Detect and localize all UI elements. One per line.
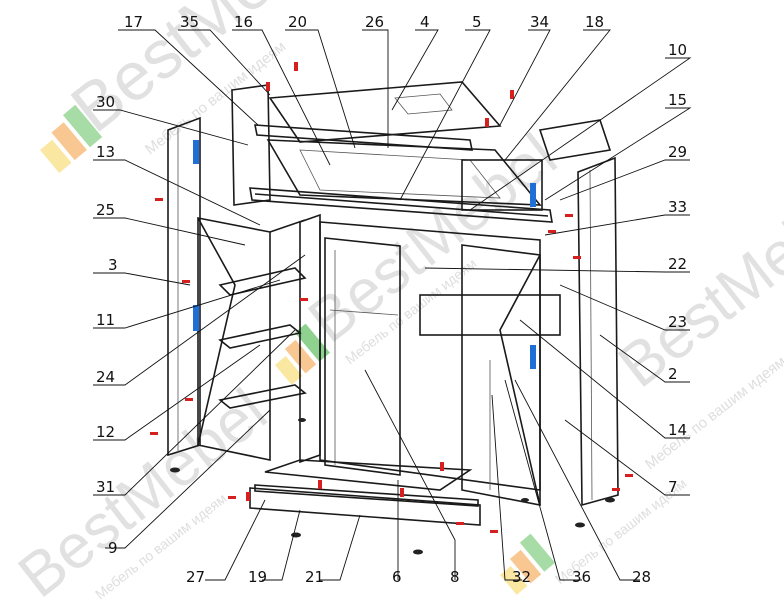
part-label-22: 22 bbox=[668, 255, 687, 273]
part-label-5: 5 bbox=[472, 13, 482, 31]
top-panel-cutout bbox=[394, 93, 453, 115]
part-label-2: 2 bbox=[668, 365, 678, 383]
bottom-panel bbox=[264, 459, 473, 491]
upper-frame bbox=[266, 139, 542, 206]
part-label-24: 24 bbox=[96, 368, 115, 386]
part-label-9: 9 bbox=[108, 539, 118, 557]
upper-left-panel bbox=[231, 84, 271, 206]
part-label-30: 30 bbox=[96, 93, 115, 111]
brand-logo-mark-bottom bbox=[500, 533, 556, 595]
wardrobe-parts bbox=[150, 62, 633, 555]
right-door-diagonal bbox=[499, 254, 541, 506]
part-label-13: 13 bbox=[96, 143, 115, 161]
left-shelf-box bbox=[197, 217, 271, 461]
red-fittings bbox=[150, 62, 633, 533]
part-label-8: 8 bbox=[450, 568, 460, 586]
part-label-18: 18 bbox=[585, 13, 604, 31]
part-label-27: 27 bbox=[186, 568, 205, 586]
part-label-15: 15 bbox=[668, 91, 687, 109]
top-rail-front-groove bbox=[254, 193, 549, 217]
upper-inner-panel bbox=[299, 149, 501, 199]
part-label-11: 11 bbox=[96, 311, 115, 329]
part-label-32: 32 bbox=[512, 568, 531, 586]
part-label-28: 28 bbox=[632, 568, 651, 586]
part-label-33: 33 bbox=[668, 198, 687, 216]
left-door-diagonal bbox=[197, 217, 236, 446]
part-label-25: 25 bbox=[96, 201, 115, 219]
top-panel bbox=[268, 81, 502, 143]
part-label-6: 6 bbox=[392, 568, 402, 586]
part-label-34: 34 bbox=[530, 13, 549, 31]
part-label-31: 31 bbox=[96, 478, 115, 496]
part-labels: 17 35 16 20 26 4 5 34 18 10 15 30 13 29 … bbox=[96, 13, 687, 586]
part-label-36: 36 bbox=[572, 568, 591, 586]
upper-back-box bbox=[461, 159, 543, 211]
right-side-panel bbox=[577, 156, 619, 507]
leader-lines bbox=[93, 29, 692, 581]
part-label-29: 29 bbox=[668, 143, 687, 161]
hinge-right-upper bbox=[530, 183, 536, 207]
watermarks: BestMebel Мебель по вашим идеям BestMebe… bbox=[6, 0, 784, 600]
part-label-17: 17 bbox=[124, 13, 143, 31]
plinth-front bbox=[249, 487, 481, 526]
hinge-left-upper bbox=[193, 140, 199, 164]
hinge-left-lower bbox=[193, 305, 199, 331]
back-cutout bbox=[419, 294, 561, 336]
left-side-panel bbox=[167, 116, 201, 457]
right-rear-panel bbox=[538, 119, 612, 161]
part-label-20: 20 bbox=[288, 13, 307, 31]
part-label-4: 4 bbox=[420, 13, 430, 31]
part-label-12: 12 bbox=[96, 423, 115, 441]
shelf-upper bbox=[218, 267, 307, 296]
part-label-3: 3 bbox=[108, 256, 118, 274]
part-label-10: 10 bbox=[668, 41, 687, 59]
center-door-inner-line bbox=[329, 309, 399, 316]
top-rail-rear bbox=[254, 124, 473, 151]
brand-logo-mark-top bbox=[40, 104, 103, 173]
part-label-26: 26 bbox=[365, 13, 384, 31]
right-side-panel-edge bbox=[589, 169, 593, 501]
top-rail-front bbox=[249, 187, 553, 223]
part-label-35: 35 bbox=[180, 13, 199, 31]
part-label-21: 21 bbox=[305, 568, 324, 586]
part-label-14: 14 bbox=[668, 421, 687, 439]
part-label-16: 16 bbox=[234, 13, 253, 31]
shelf-divider bbox=[269, 219, 306, 233]
hinge-right-lower bbox=[530, 345, 536, 369]
part-label-23: 23 bbox=[668, 313, 687, 331]
part-label-7: 7 bbox=[668, 478, 678, 496]
part-label-19: 19 bbox=[248, 568, 267, 586]
center-front-door bbox=[324, 237, 401, 476]
brand-watermark-top: BestMebel bbox=[57, 0, 357, 147]
brand-watermark-right: BestMebel bbox=[606, 166, 784, 401]
shelf-lower bbox=[218, 384, 307, 409]
